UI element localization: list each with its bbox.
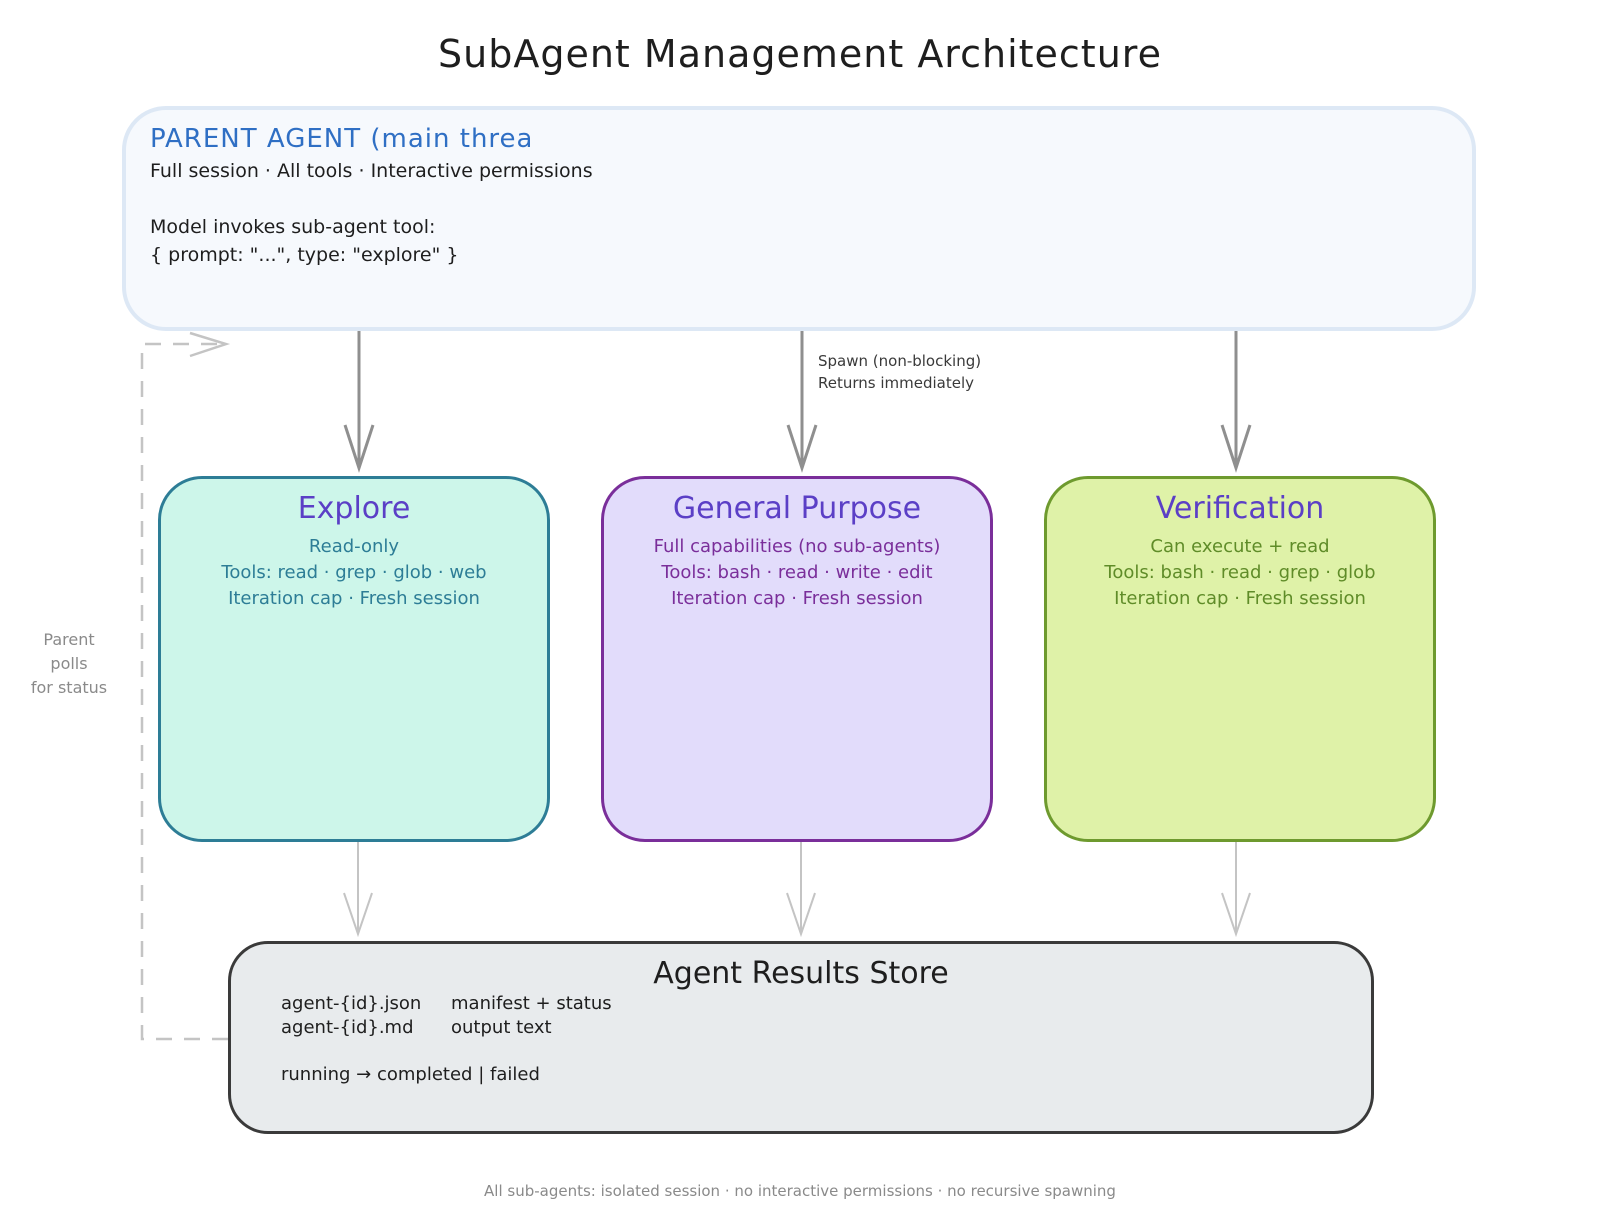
general-purpose-agent-line: Tools: bash · read · write · edit bbox=[661, 562, 933, 583]
parent-agent-box: PARENT AGENT (main thread) Full session … bbox=[122, 106, 1476, 331]
parent-agent-invoke-example: { prompt: "...", type: "explore" } bbox=[150, 244, 459, 266]
spawn-label-line: Returns immediately bbox=[818, 374, 975, 392]
spawn-arrow-verification bbox=[1220, 331, 1252, 473]
poll-label: Parent polls for status bbox=[14, 628, 124, 700]
spawn-arrow-general bbox=[786, 331, 818, 473]
poll-label-line: polls bbox=[50, 654, 88, 673]
verification-agent-line: Iteration cap · Fresh session bbox=[1114, 588, 1366, 609]
verification-agent-line: Tools: bash · read · grep · glob bbox=[1104, 562, 1376, 583]
parent-agent-invoke-note: Model invokes sub-agent tool: bbox=[150, 216, 436, 238]
results-store-row: agent-{id}.json manifest + status bbox=[281, 992, 612, 1016]
footer-note: All sub-agents: isolated session · no in… bbox=[484, 1182, 1116, 1200]
explore-agent-title: Explore bbox=[297, 491, 411, 526]
explore-agent-line: Read-only bbox=[308, 536, 400, 557]
results-store-box: Agent Results Store agent-{id}.json mani… bbox=[228, 941, 1374, 1134]
results-store-row: agent-{id}.md output text bbox=[281, 1016, 612, 1040]
result-arrow-explore bbox=[343, 842, 373, 938]
results-store-desc: manifest + status bbox=[451, 993, 612, 1014]
diagram-title: SubAgent Management Architecture bbox=[438, 32, 1162, 76]
spawn-label-line: Spawn (non-blocking) bbox=[818, 352, 982, 370]
results-store-file: agent-{id}.md bbox=[281, 1017, 414, 1038]
general-purpose-agent-title: General Purpose bbox=[672, 491, 922, 526]
results-store-files: agent-{id}.json manifest + status agent-… bbox=[281, 992, 612, 1040]
verification-agent-card: Verification Can execute + read Tools: b… bbox=[1044, 476, 1436, 842]
general-purpose-agent-line: Full capabilities (no sub-agents) bbox=[653, 536, 941, 557]
general-purpose-agent-line: Iteration cap · Fresh session bbox=[671, 588, 923, 609]
poll-loop-arrow bbox=[140, 342, 228, 1041]
explore-agent-line: Iteration cap · Fresh session bbox=[228, 588, 480, 609]
results-store-status-flow: running → completed | failed bbox=[281, 1064, 540, 1085]
poll-loop-arrowhead bbox=[189, 331, 231, 358]
explore-agent-line: Tools: read · grep · glob · web bbox=[221, 562, 487, 583]
spawn-label: Spawn (non-blocking) Returns immediately bbox=[818, 350, 981, 394]
parent-agent-capabilities: Full session · All tools · Interactive p… bbox=[150, 160, 593, 182]
parent-agent-title: PARENT AGENT (main thread) bbox=[150, 124, 530, 154]
poll-label-line: for status bbox=[30, 678, 108, 697]
spawn-arrow-explore bbox=[343, 331, 375, 473]
poll-label-line: Parent bbox=[43, 630, 95, 649]
general-purpose-agent-card: General Purpose Full capabilities (no su… bbox=[601, 476, 993, 842]
result-arrow-verification bbox=[1221, 842, 1251, 938]
result-arrow-general bbox=[786, 842, 816, 938]
results-store-desc: output text bbox=[451, 1017, 552, 1038]
verification-agent-title: Verification bbox=[1155, 491, 1325, 526]
results-store-file: agent-{id}.json bbox=[281, 993, 422, 1014]
explore-agent-card: Explore Read-only Tools: read · grep · g… bbox=[158, 476, 550, 842]
verification-agent-line: Can execute + read bbox=[1150, 536, 1330, 557]
results-store-title: Agent Results Store bbox=[653, 956, 949, 991]
